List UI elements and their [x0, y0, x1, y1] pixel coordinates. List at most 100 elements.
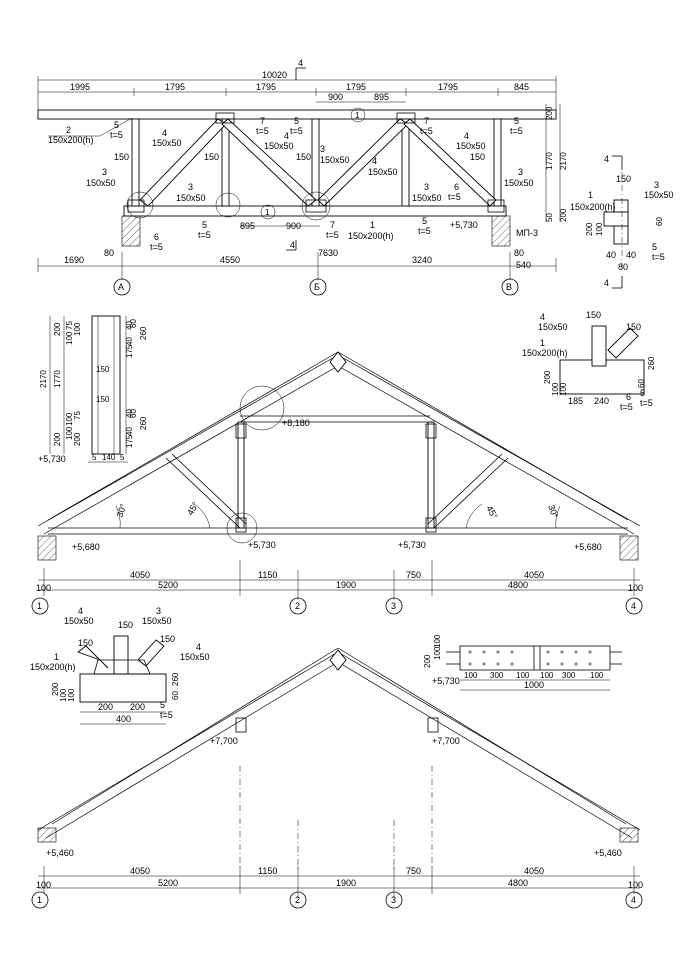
- sec-label-7: 100: [595, 222, 604, 236]
- overall-dim: 10020: [262, 70, 287, 80]
- rv-dim-1: 100: [36, 880, 51, 890]
- top-dim-6: 845: [514, 82, 529, 92]
- label-plate5-b: 5: [294, 116, 299, 126]
- dbl-label-2: 150x50: [64, 616, 94, 626]
- sec-label-5: 150: [616, 174, 631, 184]
- label-m1-size: 150x200(h): [348, 231, 394, 241]
- tv-axis-1: 1: [37, 601, 42, 611]
- label-plate7-c-t: t=5: [326, 230, 339, 240]
- col-elev: +5,730: [38, 454, 66, 464]
- right-height-3: 2170: [559, 152, 568, 170]
- col-dim-12: 75: [73, 411, 82, 420]
- dbl-label-4: 150x50: [142, 616, 172, 626]
- col-dim-2: 75: [65, 321, 74, 330]
- label-plate6-b: 6: [154, 232, 159, 242]
- dbl-label-10: 4: [196, 642, 201, 652]
- end-dim-2: 80: [514, 248, 524, 258]
- dbl-label-16: 60: [171, 691, 180, 700]
- inner-dim-top-1: 900: [328, 92, 343, 102]
- dbl-label-20: 5: [160, 700, 165, 710]
- rv-dim-3: 1150: [258, 866, 277, 876]
- dbl-label-7: 150: [160, 634, 175, 644]
- axis-B: Б: [314, 282, 320, 292]
- dbl-label-17: 200: [98, 702, 113, 712]
- label-plate7-b: 7: [424, 116, 429, 126]
- label-150-b: 150: [204, 152, 219, 162]
- roof-view: +7,700 +7,700 +5,460 +5,460 100 4050 115…: [31, 647, 643, 909]
- dbl-label-21: t=5: [160, 710, 173, 720]
- label-plate5-c: 5: [514, 116, 519, 126]
- truss-elevation: 10020 4 1995 1795 1795 1795 1795 845 900…: [37, 58, 568, 296]
- section-4-4: 4 4 1 150x200(h) 3 150x50 150 200 100 40…: [570, 154, 674, 289]
- dtr-label-5: 150x200(h): [522, 348, 568, 358]
- elev-5680-r: +5,680: [574, 542, 602, 552]
- tv-axis-4: 4: [631, 601, 636, 611]
- rv-dim-4: 750: [406, 866, 421, 876]
- elev-5680-l: +5,680: [72, 542, 100, 552]
- axis-A: А: [118, 282, 124, 292]
- dbl-label-3: 3: [156, 606, 161, 616]
- dtr-label-13: 5: [640, 388, 645, 398]
- pd-left-3: 100: [433, 634, 442, 648]
- bolt-mark: [588, 650, 592, 654]
- dbl-label-5: 150: [118, 620, 133, 630]
- pd-b-5: 300: [562, 671, 576, 680]
- bottom-dim-3: 3240: [412, 255, 432, 265]
- label-150-a: 150: [114, 152, 129, 162]
- col-bottom-2: 140: [102, 453, 116, 462]
- bottom-chord: [123, 205, 507, 217]
- truss-view: 30° 45° 45° 30° +8,180 +5,680 +5,730 +5,…: [31, 351, 643, 615]
- label-150-d: 150: [470, 152, 485, 162]
- sec-mark-bottom: 4: [604, 278, 609, 288]
- col-dim-11: 100: [65, 426, 74, 440]
- col-r-10: 40: [125, 409, 134, 418]
- rv-dim-6: 100: [628, 880, 643, 890]
- sec-label-6: 200: [585, 222, 594, 236]
- top-dims: 1995 1795 1795 1795 1795 845: [70, 82, 529, 96]
- bolt-mark: [468, 662, 472, 666]
- dbl-label-14: 100: [67, 688, 76, 702]
- label-m4-c: 4: [464, 131, 469, 141]
- col-r-6: 60: [129, 409, 138, 418]
- bolt-mark: [546, 650, 550, 654]
- col-r-2: 260: [139, 326, 148, 340]
- dbl-label-6: 150: [78, 638, 93, 648]
- label-m3-e-size: 150x50: [412, 193, 442, 203]
- bottom-inner-dim-1: 895: [240, 221, 255, 231]
- end-dim-1: 80: [104, 248, 114, 258]
- end-dim-3: 540: [516, 260, 531, 270]
- bolt-mark: [510, 662, 514, 666]
- angle-3: 45°: [484, 504, 500, 521]
- dtr-label-3: 150: [586, 310, 601, 320]
- label-m3-d: 3: [188, 182, 193, 192]
- tv-dim-5: 4050: [524, 570, 544, 580]
- label-m4-b: 4: [284, 131, 289, 141]
- col-r-3: 40: [125, 337, 134, 346]
- label-m3-b: 3: [102, 167, 107, 177]
- inner-dim-top-2: 895: [374, 92, 389, 102]
- col-dim-13: 200: [73, 432, 82, 446]
- label-plate5-a-t: t=5: [110, 130, 123, 140]
- elev-5730-r: +5,730: [398, 540, 426, 550]
- dbl-label-8: 1: [54, 652, 59, 662]
- label-m4-c-size: 150x50: [456, 141, 486, 151]
- dtr-label-4: 1: [540, 338, 545, 348]
- col-dim-7: 150: [96, 365, 110, 374]
- plate-detail-box: [459, 645, 611, 671]
- side-column-detail: 200 75 100 100 2170 1770 150 150 200 100…: [38, 315, 148, 464]
- bottom-overall-dim: 7630: [318, 248, 338, 258]
- label-plate7-c: 7: [330, 220, 335, 230]
- bolt-mark: [588, 662, 592, 666]
- sec-label-1: 1: [588, 190, 593, 200]
- dtr-label-15: 6: [626, 392, 631, 402]
- dbl-label-13: 100: [59, 688, 68, 702]
- sec-label-10: 5: [652, 242, 657, 252]
- label-m4-a: 4: [162, 128, 167, 138]
- label-plate5-c-t: t=5: [510, 126, 523, 136]
- col-r-7: 260: [139, 416, 148, 430]
- angle-1: 30°: [114, 502, 128, 519]
- label-m3-d-size: 150x50: [176, 193, 206, 203]
- col-dim-9: 200: [53, 432, 62, 446]
- elev-5730-l: +5,730: [248, 540, 276, 550]
- label-150-c: 150: [296, 152, 311, 162]
